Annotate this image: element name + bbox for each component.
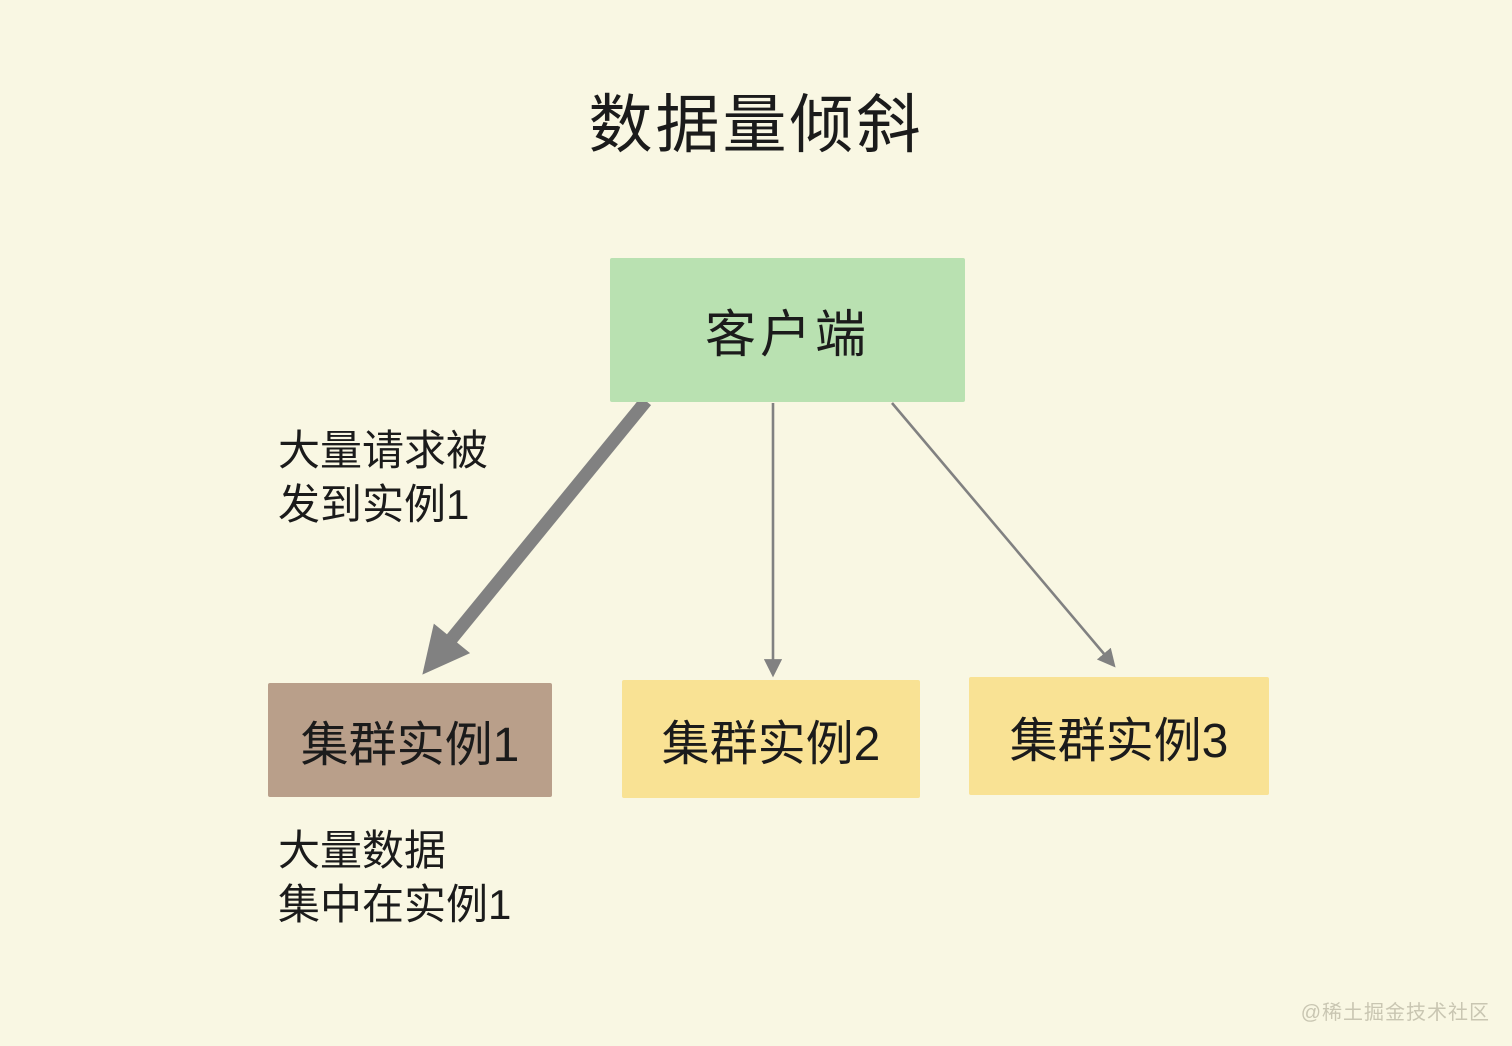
annotation-data-line2: 集中在实例1 [278,880,512,928]
arrow-client-to-instance3 [891,402,1116,668]
node-client: 客户端 [610,258,965,402]
node-cluster-instance-2-label: 集群实例2 [661,718,881,771]
annotation-data-line1: 大量数据 [278,827,447,874]
watermark: @稀土掘金技术社区 [1300,1002,1490,1024]
node-cluster-instance-1-label: 集群实例1 [300,719,520,772]
annotation-requests-line2: 发到实例1 [278,480,470,528]
node-client-label: 客户端 [704,306,870,363]
arrow-client-to-instance1 [422,396,652,675]
node-cluster-instance-3: 集群实例3 [969,677,1269,795]
annotation-data-in-instance1: 大量数据 集中在实例1 [278,824,511,932]
annotation-requests-line1: 大量请求被 [278,427,489,474]
page-title: 数据量倾斜 [588,89,924,161]
node-cluster-instance-1: 集群实例1 [268,683,552,797]
node-cluster-instance-3-label: 集群实例3 [1009,715,1229,768]
annotation-requests-to-instance1: 大量请求被 发到实例1 [278,424,488,532]
node-cluster-instance-2: 集群实例2 [622,680,920,798]
